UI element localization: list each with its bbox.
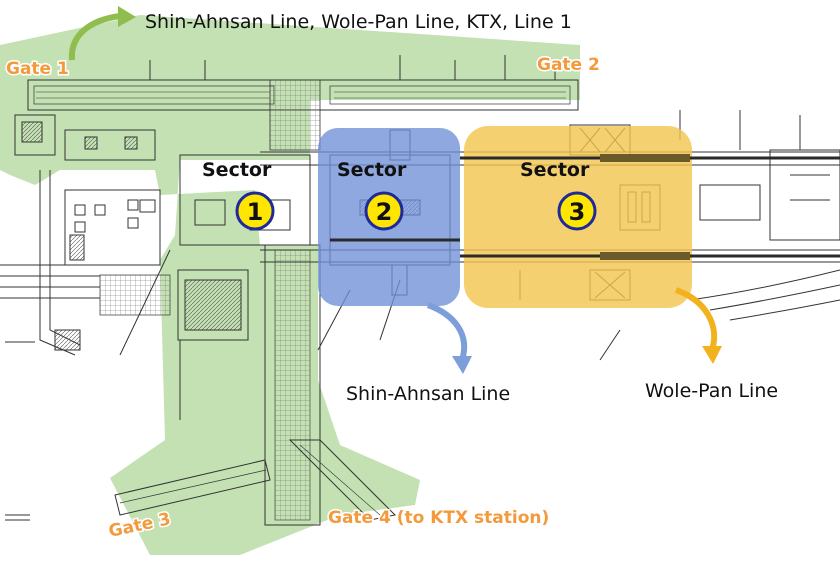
sector-3-badge: 3 <box>557 191 597 231</box>
sector-2-number: 2 <box>376 198 393 226</box>
arrow-to-lines <box>68 6 136 61</box>
sector-1-number: 1 <box>247 198 264 226</box>
gate-4-label: Gate 4 (to KTX station) <box>328 508 549 528</box>
arrow-to-shin-ahnsan <box>426 302 472 374</box>
gate-1-label: Gate 1 <box>6 59 69 79</box>
sector-1-label: Sector <box>202 159 272 181</box>
gate-2-label: Gate 2 <box>537 55 600 75</box>
shin-ahnsan-line-label: Shin-Ahnsan Line <box>346 383 510 405</box>
wole-pan-line-label: Wole-Pan Line <box>645 380 778 402</box>
sector-3-label: Sector <box>520 159 590 181</box>
sector-2-label: Sector <box>337 159 407 181</box>
platform-rails <box>330 154 840 260</box>
sector-1-badge: 1 <box>235 191 275 231</box>
arrow-to-wole-pan <box>674 287 722 364</box>
connecting-lines-label: Shin-Ahnsan Line, Wole-Pan Line, KTX, Li… <box>145 11 572 33</box>
sector-2-badge: 2 <box>364 191 404 231</box>
sector-3-number: 3 <box>569 198 586 226</box>
